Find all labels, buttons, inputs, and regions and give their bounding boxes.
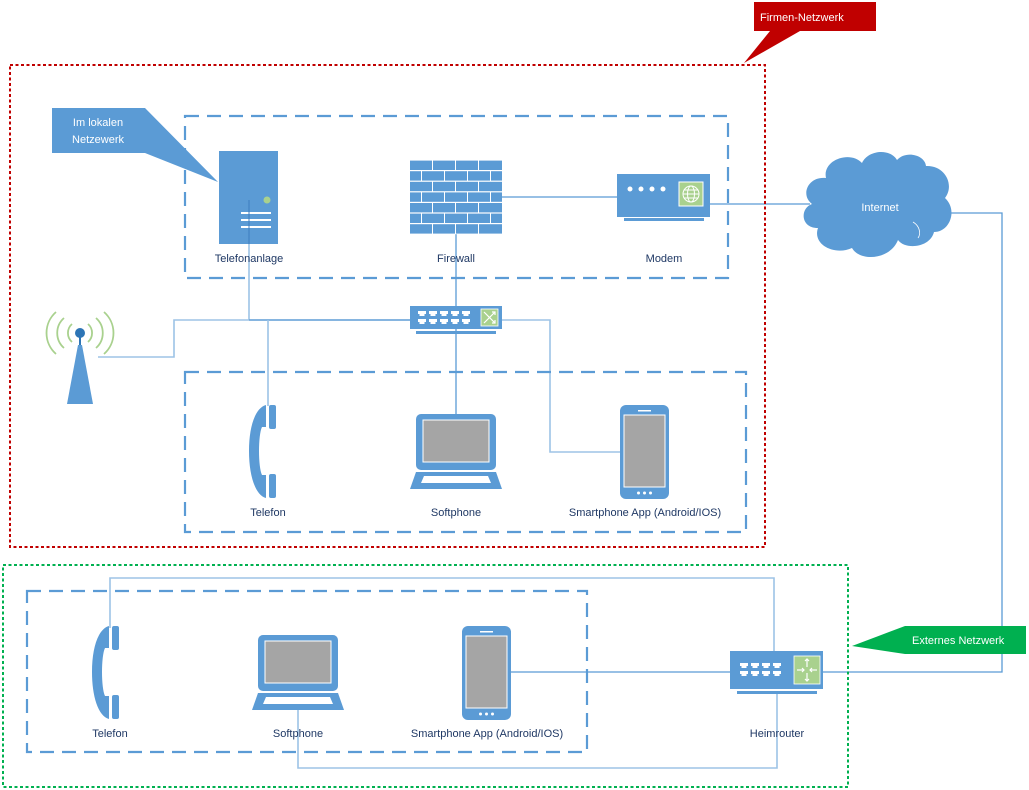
link-wlan-switch bbox=[98, 319, 412, 358]
smartphone-icon bbox=[620, 405, 669, 499]
local-server-group-border bbox=[183, 114, 730, 280]
label-modem: Modem bbox=[646, 253, 683, 265]
connections bbox=[98, 196, 1003, 769]
router-icon bbox=[730, 651, 823, 694]
callout-lokales-line2: Netzewerk bbox=[72, 134, 124, 146]
phone-handset-icon bbox=[92, 626, 119, 719]
wireless-tower-icon bbox=[45, 311, 115, 404]
link-ext-telefon-router bbox=[109, 577, 775, 653]
label-telefonanlage: Telefonanlage bbox=[215, 253, 284, 265]
label-internet: Internet bbox=[861, 202, 898, 214]
link-internet-heimrouter bbox=[822, 212, 1003, 673]
callout-firmen-netzwerk: Firmen-Netzwerk bbox=[744, 2, 876, 63]
smartphone-icon bbox=[462, 626, 511, 720]
device-firewall[interactable]: Firewall bbox=[410, 160, 502, 265]
device-firmen-telefon[interactable]: Telefon bbox=[249, 405, 286, 519]
device-wlan-access-point[interactable] bbox=[45, 311, 115, 404]
label-heimrouter: Heimrouter bbox=[750, 728, 805, 740]
modem-icon bbox=[617, 174, 710, 221]
label-firmen-smartphone: Smartphone App (Android/IOS) bbox=[569, 507, 721, 519]
link-switch-smartphone bbox=[502, 319, 621, 453]
callout-firmen-netzwerk-text: Firmen-Netzwerk bbox=[760, 12, 844, 24]
device-telefonanlage[interactable]: Telefonanlage bbox=[215, 151, 284, 265]
device-firmen-smartphone[interactable]: Smartphone App (Android/IOS) bbox=[569, 405, 721, 519]
external-client-group-border bbox=[25, 589, 589, 754]
label-firmen-softphone: Softphone bbox=[431, 507, 481, 519]
device-firmen-softphone[interactable]: Softphone bbox=[410, 414, 502, 519]
device-ext-softphone[interactable]: Softphone bbox=[252, 635, 344, 740]
firewall-icon bbox=[410, 160, 502, 235]
local-client-group-border bbox=[183, 370, 748, 534]
laptop-icon bbox=[252, 635, 344, 710]
label-ext-smartphone: Smartphone App (Android/IOS) bbox=[411, 728, 563, 740]
firmen-netzwerk-border bbox=[9, 64, 766, 548]
callout-lokales-line1: Im lokalen bbox=[73, 117, 123, 129]
link-ext-softphone-router bbox=[297, 693, 778, 769]
switch-icon bbox=[410, 306, 502, 334]
label-ext-softphone: Softphone bbox=[273, 728, 323, 740]
laptop-icon bbox=[410, 414, 502, 489]
server-icon bbox=[219, 151, 278, 244]
device-ext-smartphone[interactable]: Smartphone App (Android/IOS) bbox=[411, 626, 563, 740]
shuffle-arrows-icon bbox=[483, 311, 496, 324]
cloud-icon bbox=[803, 152, 952, 258]
device-ext-telefon[interactable]: Telefon bbox=[92, 626, 128, 740]
router-arrows-icon bbox=[797, 658, 817, 682]
device-internet[interactable]: Internet bbox=[803, 152, 952, 258]
globe-icon bbox=[682, 185, 700, 203]
externes-netzwerk-border bbox=[2, 564, 849, 788]
device-heimrouter[interactable]: Heimrouter bbox=[730, 651, 823, 740]
callout-lokales-netzwerk: Im lokalen Netzewerk bbox=[52, 108, 218, 182]
label-firmen-telefon: Telefon bbox=[250, 507, 285, 519]
phone-handset-icon bbox=[249, 405, 276, 498]
callout-externes-netzwerk: Externes Netzwerk bbox=[852, 626, 1026, 654]
device-switch[interactable] bbox=[410, 306, 502, 334]
device-modem[interactable]: Modem bbox=[617, 174, 710, 265]
callout-externes-text: Externes Netzwerk bbox=[912, 635, 1005, 647]
label-ext-telefon: Telefon bbox=[92, 728, 127, 740]
label-firewall: Firewall bbox=[437, 253, 475, 265]
